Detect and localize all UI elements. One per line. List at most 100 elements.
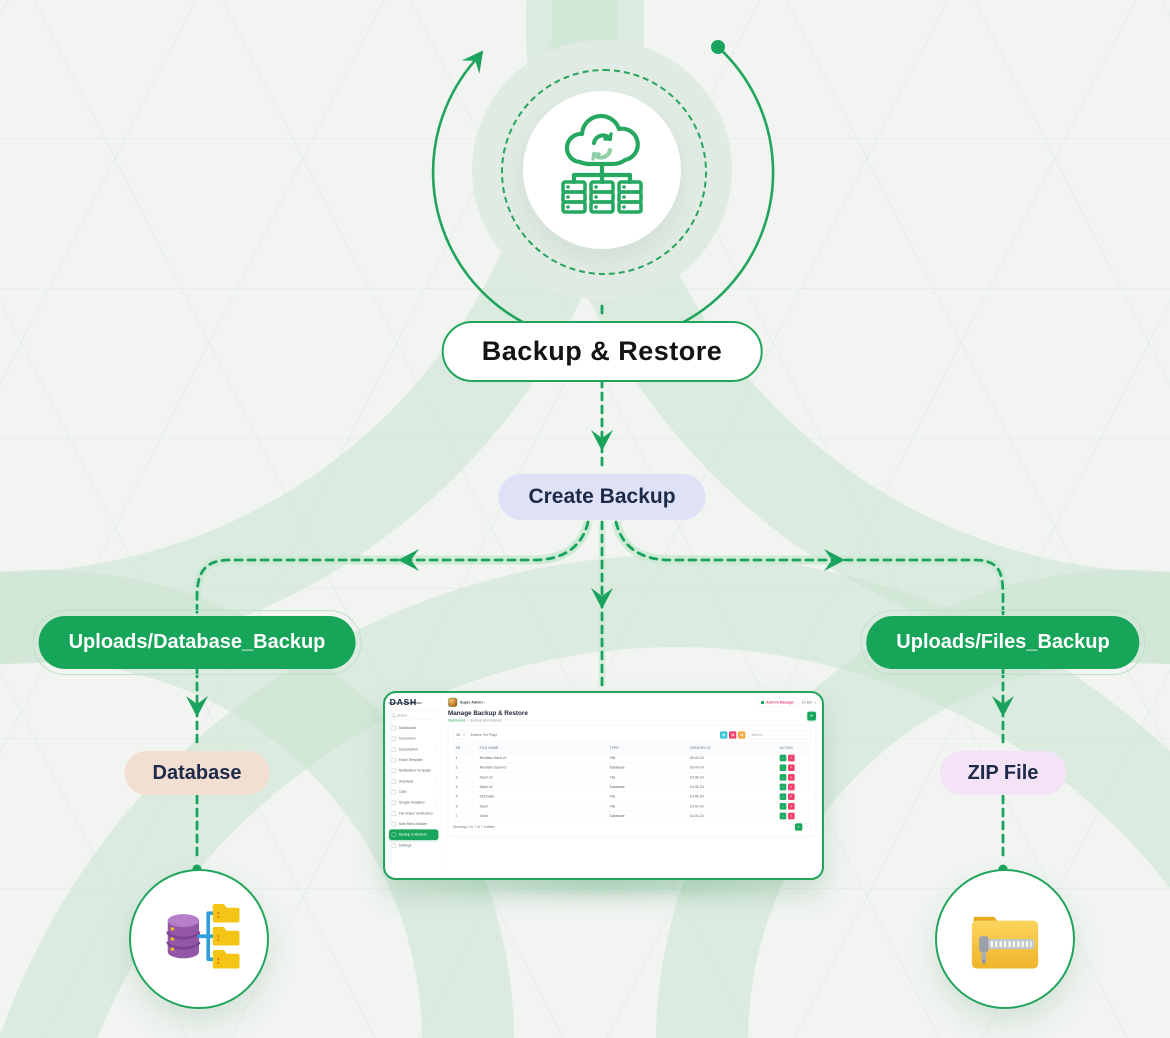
- download-backup-button[interactable]: ↓: [779, 783, 787, 791]
- col-type: TYPE: [609, 746, 619, 750]
- backup-restore-label: Backup & Restore: [481, 336, 723, 366]
- table-row: 6 Dash File 15-02-24 ↓ ×: [452, 802, 811, 812]
- backup-table-card: 10 ▾ Entries Per Page ▤ ▤ ▤ Search... SR: [447, 725, 816, 836]
- breadcrumb-separator-icon: ›: [467, 718, 469, 723]
- csv-export-button[interactable]: ▤: [737, 731, 746, 739]
- sidebar-item-google-analytics[interactable]: Google Analytics ›: [389, 797, 438, 808]
- orbit-dot: [711, 40, 725, 54]
- menu-icon: [391, 821, 396, 827]
- delete-backup-button[interactable]: ×: [787, 754, 795, 762]
- mail-icon: [391, 757, 396, 763]
- sidebar-item-dashboard[interactable]: Dashboard: [389, 723, 438, 734]
- breadcrumb-home[interactable]: Dashboard: [447, 718, 466, 723]
- arrowhead-down: [591, 588, 613, 609]
- users-icon: [391, 736, 396, 741]
- search-icon: [391, 713, 395, 717]
- files-backup-path-label: Uploads/Files_Backup: [896, 631, 1110, 653]
- sidebar-item-subscription[interactable]: Subscription ›: [389, 744, 438, 755]
- download-backup-button[interactable]: ↓: [779, 812, 787, 820]
- prev-page-button[interactable]: ‹: [786, 823, 794, 831]
- sort-icon: ↕: [712, 746, 714, 750]
- sidebar-item-backup-restore[interactable]: Backup & Restore: [388, 829, 439, 840]
- sidebar-item-helpdesk[interactable]: Helpdesk ›: [389, 776, 438, 787]
- pagination: ‹ 1 ›: [786, 823, 811, 831]
- delete-backup-button[interactable]: ×: [787, 764, 795, 771]
- arrowhead-left: [398, 549, 419, 571]
- download-backup-button[interactable]: ↓: [779, 754, 787, 762]
- sidebar-item-email-template[interactable]: Email Template: [389, 755, 438, 766]
- current-page-button[interactable]: 1: [794, 823, 803, 831]
- entries-summary: Showing 1 to 7 of 7 entries: [452, 824, 495, 829]
- caret-down-icon: ▾: [484, 700, 486, 704]
- table-header-row: SR FILE NAME↕ TYPE↕ CREATED AT↕ ACTION: [452, 742, 811, 754]
- caret-down-icon: ▾: [814, 700, 816, 704]
- bell-icon: [391, 768, 396, 773]
- table-row: 1 Revitalo-Dash-v2 File 05-09-24 ↓ ×: [452, 753, 811, 763]
- language-selector[interactable]: EN ▾: [801, 700, 816, 705]
- topbar: Super Admin ▾ Add-On Manager EN ▾: [447, 696, 816, 708]
- col-sr: SR: [455, 746, 461, 750]
- sidebar: DASH Search... Dashboard Customers Subsc…: [385, 693, 442, 878]
- col-file-name: FILE NAME: [479, 746, 499, 750]
- sidebar-item-file-share-verification[interactable]: File Share Verification: [389, 808, 438, 819]
- table-search-input[interactable]: Search...: [748, 730, 811, 740]
- zip-folder-icon: [971, 916, 1039, 969]
- sort-icon: ↕: [499, 746, 502, 750]
- page-title: Manage Backup & Restore: [447, 709, 528, 717]
- user-name[interactable]: Super Admin: [459, 700, 483, 705]
- create-backup-node: Create Backup: [498, 474, 706, 520]
- hero-dashed-ring: [501, 69, 707, 275]
- table-body: 1 Revitalo-Dash-v2 File 05-09-24 ↓ × 2 R…: [452, 753, 811, 821]
- excel-export-button[interactable]: ▤: [719, 731, 728, 739]
- sort-icon: ↕: [619, 746, 622, 750]
- addon-grid-icon: [761, 700, 765, 704]
- table-row: 5 Old-Dash File 19-06-24 ↓ ×: [452, 792, 811, 802]
- zip-output-node: ZIP File: [939, 751, 1067, 795]
- download-backup-button[interactable]: ↓: [779, 764, 787, 771]
- arrowhead-orbit: [461, 50, 484, 74]
- pdf-export-button[interactable]: ▤: [728, 731, 737, 739]
- entries-per-page-select[interactable]: 10 ▾: [452, 730, 468, 740]
- sidebar-item-cms[interactable]: CMS ›: [389, 787, 438, 798]
- globe-icon: [801, 700, 806, 705]
- next-page-button[interactable]: ›: [803, 823, 811, 831]
- table-toolbar: 10 ▾ Entries Per Page ▤ ▤ ▤ Search...: [452, 730, 811, 740]
- cloud-sync-servers-icon: [561, 113, 643, 214]
- delete-backup-button[interactable]: ×: [787, 793, 795, 800]
- delete-backup-button[interactable]: ×: [787, 802, 795, 810]
- sidebar-item-customers[interactable]: Customers: [389, 733, 438, 744]
- delete-backup-button[interactable]: ×: [787, 773, 795, 781]
- sidebar-item-side-menu-builder[interactable]: Side Menu Builder: [389, 819, 438, 830]
- flow-line: [195, 520, 590, 616]
- col-action: ACTION: [779, 746, 793, 750]
- zip-output-label: ZIP File: [967, 761, 1039, 784]
- delete-backup-button[interactable]: ×: [787, 812, 795, 820]
- table-row: 2 Revitalo-Dash-v2 Database 05-09-24 ↓ ×: [452, 763, 811, 773]
- backup-restore-node: Backup & Restore: [441, 321, 763, 382]
- settings-icon: [391, 843, 396, 848]
- download-backup-button[interactable]: ↓: [779, 773, 787, 781]
- download-backup-button[interactable]: ↓: [779, 802, 787, 810]
- delete-backup-button[interactable]: ×: [787, 783, 795, 791]
- col-created-at: CREATED AT: [689, 746, 712, 750]
- dashboard-main: Super Admin ▾ Add-On Manager EN ▾: [442, 693, 822, 878]
- sidebar-item-notification-template[interactable]: Notification Template: [389, 765, 438, 776]
- sidebar-search-input[interactable]: Search...: [388, 710, 439, 720]
- add-backup-button[interactable]: +: [807, 711, 816, 721]
- table-footer: Showing 1 to 7 of 7 entries ‹ 1 ›: [453, 821, 811, 833]
- backup-icon: [391, 832, 396, 837]
- database-folders-icon: [166, 904, 240, 969]
- export-buttons: ▤ ▤ ▤: [719, 731, 746, 739]
- download-backup-button[interactable]: ↓: [779, 793, 787, 800]
- database-backup-path-node: Uploads/Database_Backup: [32, 610, 362, 675]
- entries-label: Entries Per Page: [470, 732, 498, 737]
- avatar[interactable]: [447, 697, 458, 707]
- addon-manager-button[interactable]: Add-On Manager: [757, 697, 798, 707]
- arrowhead-down: [992, 696, 1014, 717]
- badge-icon: [391, 747, 396, 752]
- breadcrumb: Dashboard › Backup And Restore: [448, 718, 816, 722]
- gear-icon: [391, 789, 396, 795]
- arrowhead-right: [824, 549, 845, 571]
- sidebar-item-settings[interactable]: Settings: [389, 840, 438, 851]
